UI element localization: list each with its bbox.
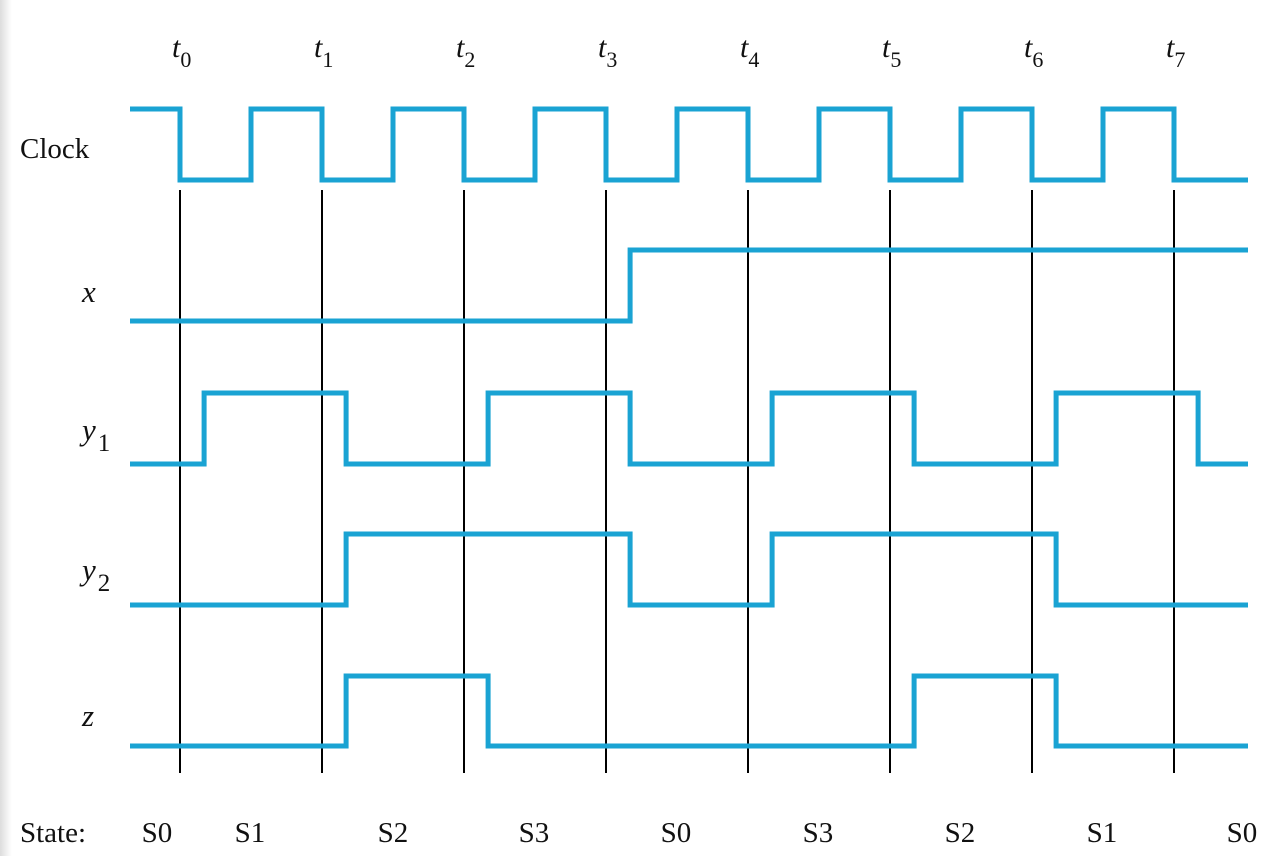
state-label: S2 xyxy=(945,817,976,849)
time-mark-labels: t0 t1 t2 t3 t4 t5 t6 t7 xyxy=(172,31,1185,72)
state-label: S1 xyxy=(235,817,266,849)
time-gridlines xyxy=(179,190,1175,773)
state-label: S0 xyxy=(661,817,692,849)
page-edge-shadow xyxy=(0,0,12,856)
signal-label-z: z xyxy=(81,698,94,733)
waveform-y2 xyxy=(130,531,1248,608)
waveform-clock xyxy=(130,106,1248,183)
time-label-t6: t6 xyxy=(1024,31,1043,72)
waveforms xyxy=(130,106,1248,749)
signal-label-x: x xyxy=(81,274,96,309)
signal-labels: Clock x y1 y2 z xyxy=(20,133,110,733)
signal-label-y2: y2 xyxy=(79,552,110,597)
time-label-t1: t1 xyxy=(314,31,333,72)
time-label-t2: t2 xyxy=(456,31,475,72)
state-label: S3 xyxy=(519,817,550,849)
state-label: S3 xyxy=(803,817,834,849)
state-label: S0 xyxy=(1227,817,1258,849)
time-label-t7: t7 xyxy=(1166,31,1185,72)
state-row: State: S0 S1 S2 S3 S0 S3 S2 S1 S0 xyxy=(20,817,1257,849)
signal-label-y1: y1 xyxy=(79,412,110,457)
state-label: S2 xyxy=(378,817,409,849)
signal-label-clock: Clock xyxy=(20,133,90,165)
time-label-t4: t4 xyxy=(740,31,759,72)
waveform-z xyxy=(130,673,1248,749)
waveform-x xyxy=(130,247,1248,324)
time-label-t5: t5 xyxy=(882,31,901,72)
time-label-t3: t3 xyxy=(598,31,617,72)
state-label: S1 xyxy=(1087,817,1118,849)
time-label-t0: t0 xyxy=(172,31,191,72)
state-label: S0 xyxy=(142,817,173,849)
state-row-label: State: xyxy=(20,817,86,849)
waveform-y1 xyxy=(130,390,1248,467)
